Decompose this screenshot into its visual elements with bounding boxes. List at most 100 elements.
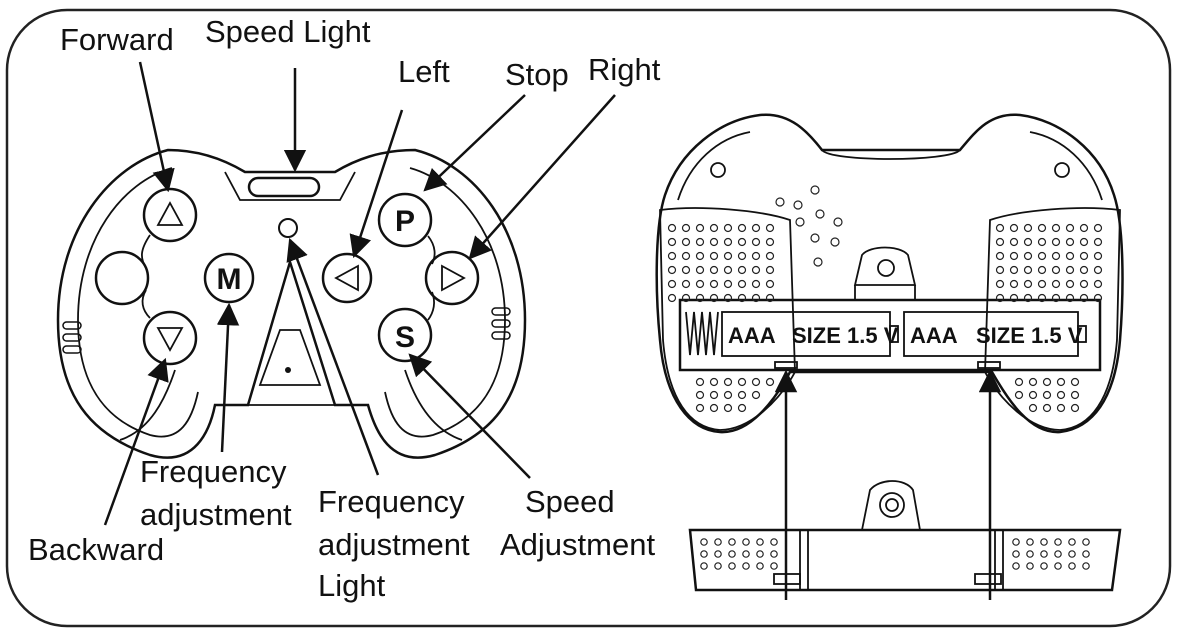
grip-hole [756,550,764,558]
grip-hole [1079,251,1089,261]
grip-hole [751,237,761,247]
backward-button[interactable] [142,310,198,366]
grip-hole [728,550,736,558]
battery-right-type: AAA [910,323,958,348]
grip-hole [681,251,691,261]
grip-hole [681,237,691,247]
grip-hole [1012,562,1020,570]
label-left: Left [398,54,450,89]
grip-hole [1079,293,1089,303]
grip-hole [1093,293,1103,303]
grip-hole [1037,251,1047,261]
grip-hole [751,265,761,275]
grip-hole [737,293,747,303]
grip-hole [695,223,705,233]
speed-adjustment-button[interactable] [377,307,433,363]
grip-hole [1051,251,1061,261]
left-button[interactable] [321,252,373,304]
forward-button[interactable] [142,187,198,243]
p-button-label: P [395,205,415,238]
grip-hole [1026,562,1034,570]
left-pad-button[interactable] [94,250,150,306]
grip-hole [709,265,719,275]
grip-hole [742,550,750,558]
label-freq-adj-2: adjustment [140,497,292,532]
grip-hole [1054,538,1062,546]
grip-hole [1042,377,1052,387]
grip-hole [1028,377,1038,387]
grip-hole [737,237,747,247]
grip-hole [1068,562,1076,570]
grip-hole [1009,279,1019,289]
grip-hole [695,265,705,275]
grip-hole [700,562,708,570]
grip-hole [1093,279,1103,289]
grip-hole [1051,279,1061,289]
grip-hole [667,237,677,247]
grip-hole [728,562,736,570]
grip-hole [1051,237,1061,247]
right-button[interactable] [424,250,480,306]
grip-hole [751,223,761,233]
grip-hole [995,279,1005,289]
grip-hole [700,550,708,558]
grip-hole [756,538,764,546]
grip-hole [770,562,778,570]
grip-hole [1042,403,1052,413]
grip-hole [1040,550,1048,558]
grip-hole [667,251,677,261]
grip-hole [995,293,1005,303]
grip-hole [695,279,705,289]
grip-hole [751,377,761,387]
grip-hole [695,403,705,413]
label-speed-adj-2: Adjustment [500,527,655,562]
grip-hole [1037,237,1047,247]
label-backward: Backward [28,532,164,567]
battery-left-size: SIZE 1.5 V [792,323,899,348]
grip-hole [723,251,733,261]
grip-hole [1023,237,1033,247]
diagram-frame [5,8,1172,628]
grip-hole [1009,237,1019,247]
grip-hole [695,390,705,400]
grip-hole [1051,293,1061,303]
grip-hole [681,265,691,275]
grip-hole [1065,223,1075,233]
grip-hole [742,562,750,570]
grip-hole [765,223,775,233]
grip-hole [1068,538,1076,546]
grip-hole [1054,550,1062,558]
grip-hole [714,562,722,570]
s-button-label: S [395,321,415,354]
grip-hole [709,237,719,247]
grip-hole [1079,237,1089,247]
grip-hole [1065,265,1075,275]
left-arrow-icon [334,264,359,292]
grip-holes-left [667,223,775,413]
grip-hole [751,390,761,400]
battery-left-type: AAA [728,323,776,348]
grip-hole [1068,550,1076,558]
grip-hole [1023,251,1033,261]
grip-hole [765,265,775,275]
frequency-adjustment-button[interactable] [203,252,255,304]
grip-hole [667,293,677,303]
grip-hole [1082,550,1090,558]
stop-button[interactable] [377,192,433,248]
grip-hole [1079,265,1089,275]
grip-hole [1065,293,1075,303]
grip-hole [737,390,747,400]
label-freq-light-1: Frequency [318,484,465,519]
grip-hole [1042,390,1052,400]
grip-hole [1093,265,1103,275]
grip-hole [1070,390,1080,400]
grip-hole [1009,251,1019,261]
grip-hole [737,251,747,261]
down-arrow-icon [156,327,184,352]
grip-hole [1065,237,1075,247]
battery-cover [688,369,1122,600]
grip-hole [1056,403,1066,413]
grip-hole [709,279,719,289]
grip-hole [995,265,1005,275]
label-freq-adj-1: Frequency [140,454,287,489]
